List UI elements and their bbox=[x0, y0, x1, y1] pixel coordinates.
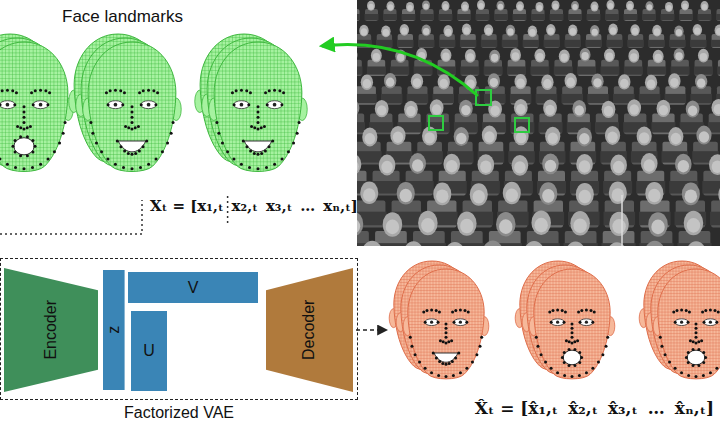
formula-term: … bbox=[648, 398, 665, 418]
formula-term: x₂,ₜ bbox=[232, 197, 258, 215]
dotted-separator bbox=[227, 196, 229, 224]
factor-bar: U bbox=[131, 311, 167, 391]
encoder-block: Encoder bbox=[4, 268, 98, 392]
pointer-arrow bbox=[322, 44, 478, 96]
formula-term: x̂₃,ₜ bbox=[608, 398, 638, 418]
block-label: Encoder bbox=[42, 300, 60, 360]
face-stack bbox=[515, 261, 615, 381]
formula-term: … bbox=[300, 197, 315, 215]
face-mesh bbox=[653, 269, 720, 381]
latent-bar: z bbox=[103, 270, 125, 390]
face-mesh bbox=[403, 269, 489, 381]
output-arrow bbox=[356, 329, 386, 331]
face-stack bbox=[639, 261, 720, 381]
face-stack bbox=[0, 34, 73, 174]
face-stack bbox=[69, 34, 181, 174]
factor-bar: V bbox=[128, 272, 258, 303]
block-label: V bbox=[188, 279, 199, 297]
face-mesh bbox=[0, 42, 73, 174]
block-label: Decoder bbox=[301, 300, 319, 360]
model-frame: Factorized VAEEncoderzVUDecoder bbox=[0, 258, 358, 400]
formula-term: xₙ,ₜ] bbox=[323, 197, 358, 215]
face-mesh bbox=[83, 42, 181, 174]
formula-term: Xₜ = [x₁,ₜ bbox=[150, 197, 224, 215]
figure-label: Face landmarks bbox=[62, 7, 183, 27]
frame-title: Factorized VAE bbox=[1, 404, 357, 422]
block-label: U bbox=[143, 342, 155, 360]
block-label: z bbox=[105, 326, 123, 334]
audience-photo bbox=[336, 0, 720, 294]
decoder-block: Decoder bbox=[266, 268, 353, 392]
formula-term: x₃,ₜ bbox=[266, 197, 292, 215]
formula-term: X̂ₜ = [x̂₁,ₜ bbox=[475, 398, 558, 418]
face-mesh bbox=[529, 269, 615, 381]
dotted-bracket bbox=[0, 200, 142, 234]
formula-term: x̂ₙ,ₜ] bbox=[675, 398, 714, 418]
face-stack bbox=[195, 34, 307, 174]
face-mesh bbox=[209, 42, 307, 174]
face-stack bbox=[389, 261, 489, 381]
formula-term: x̂₂,ₜ bbox=[568, 398, 598, 418]
